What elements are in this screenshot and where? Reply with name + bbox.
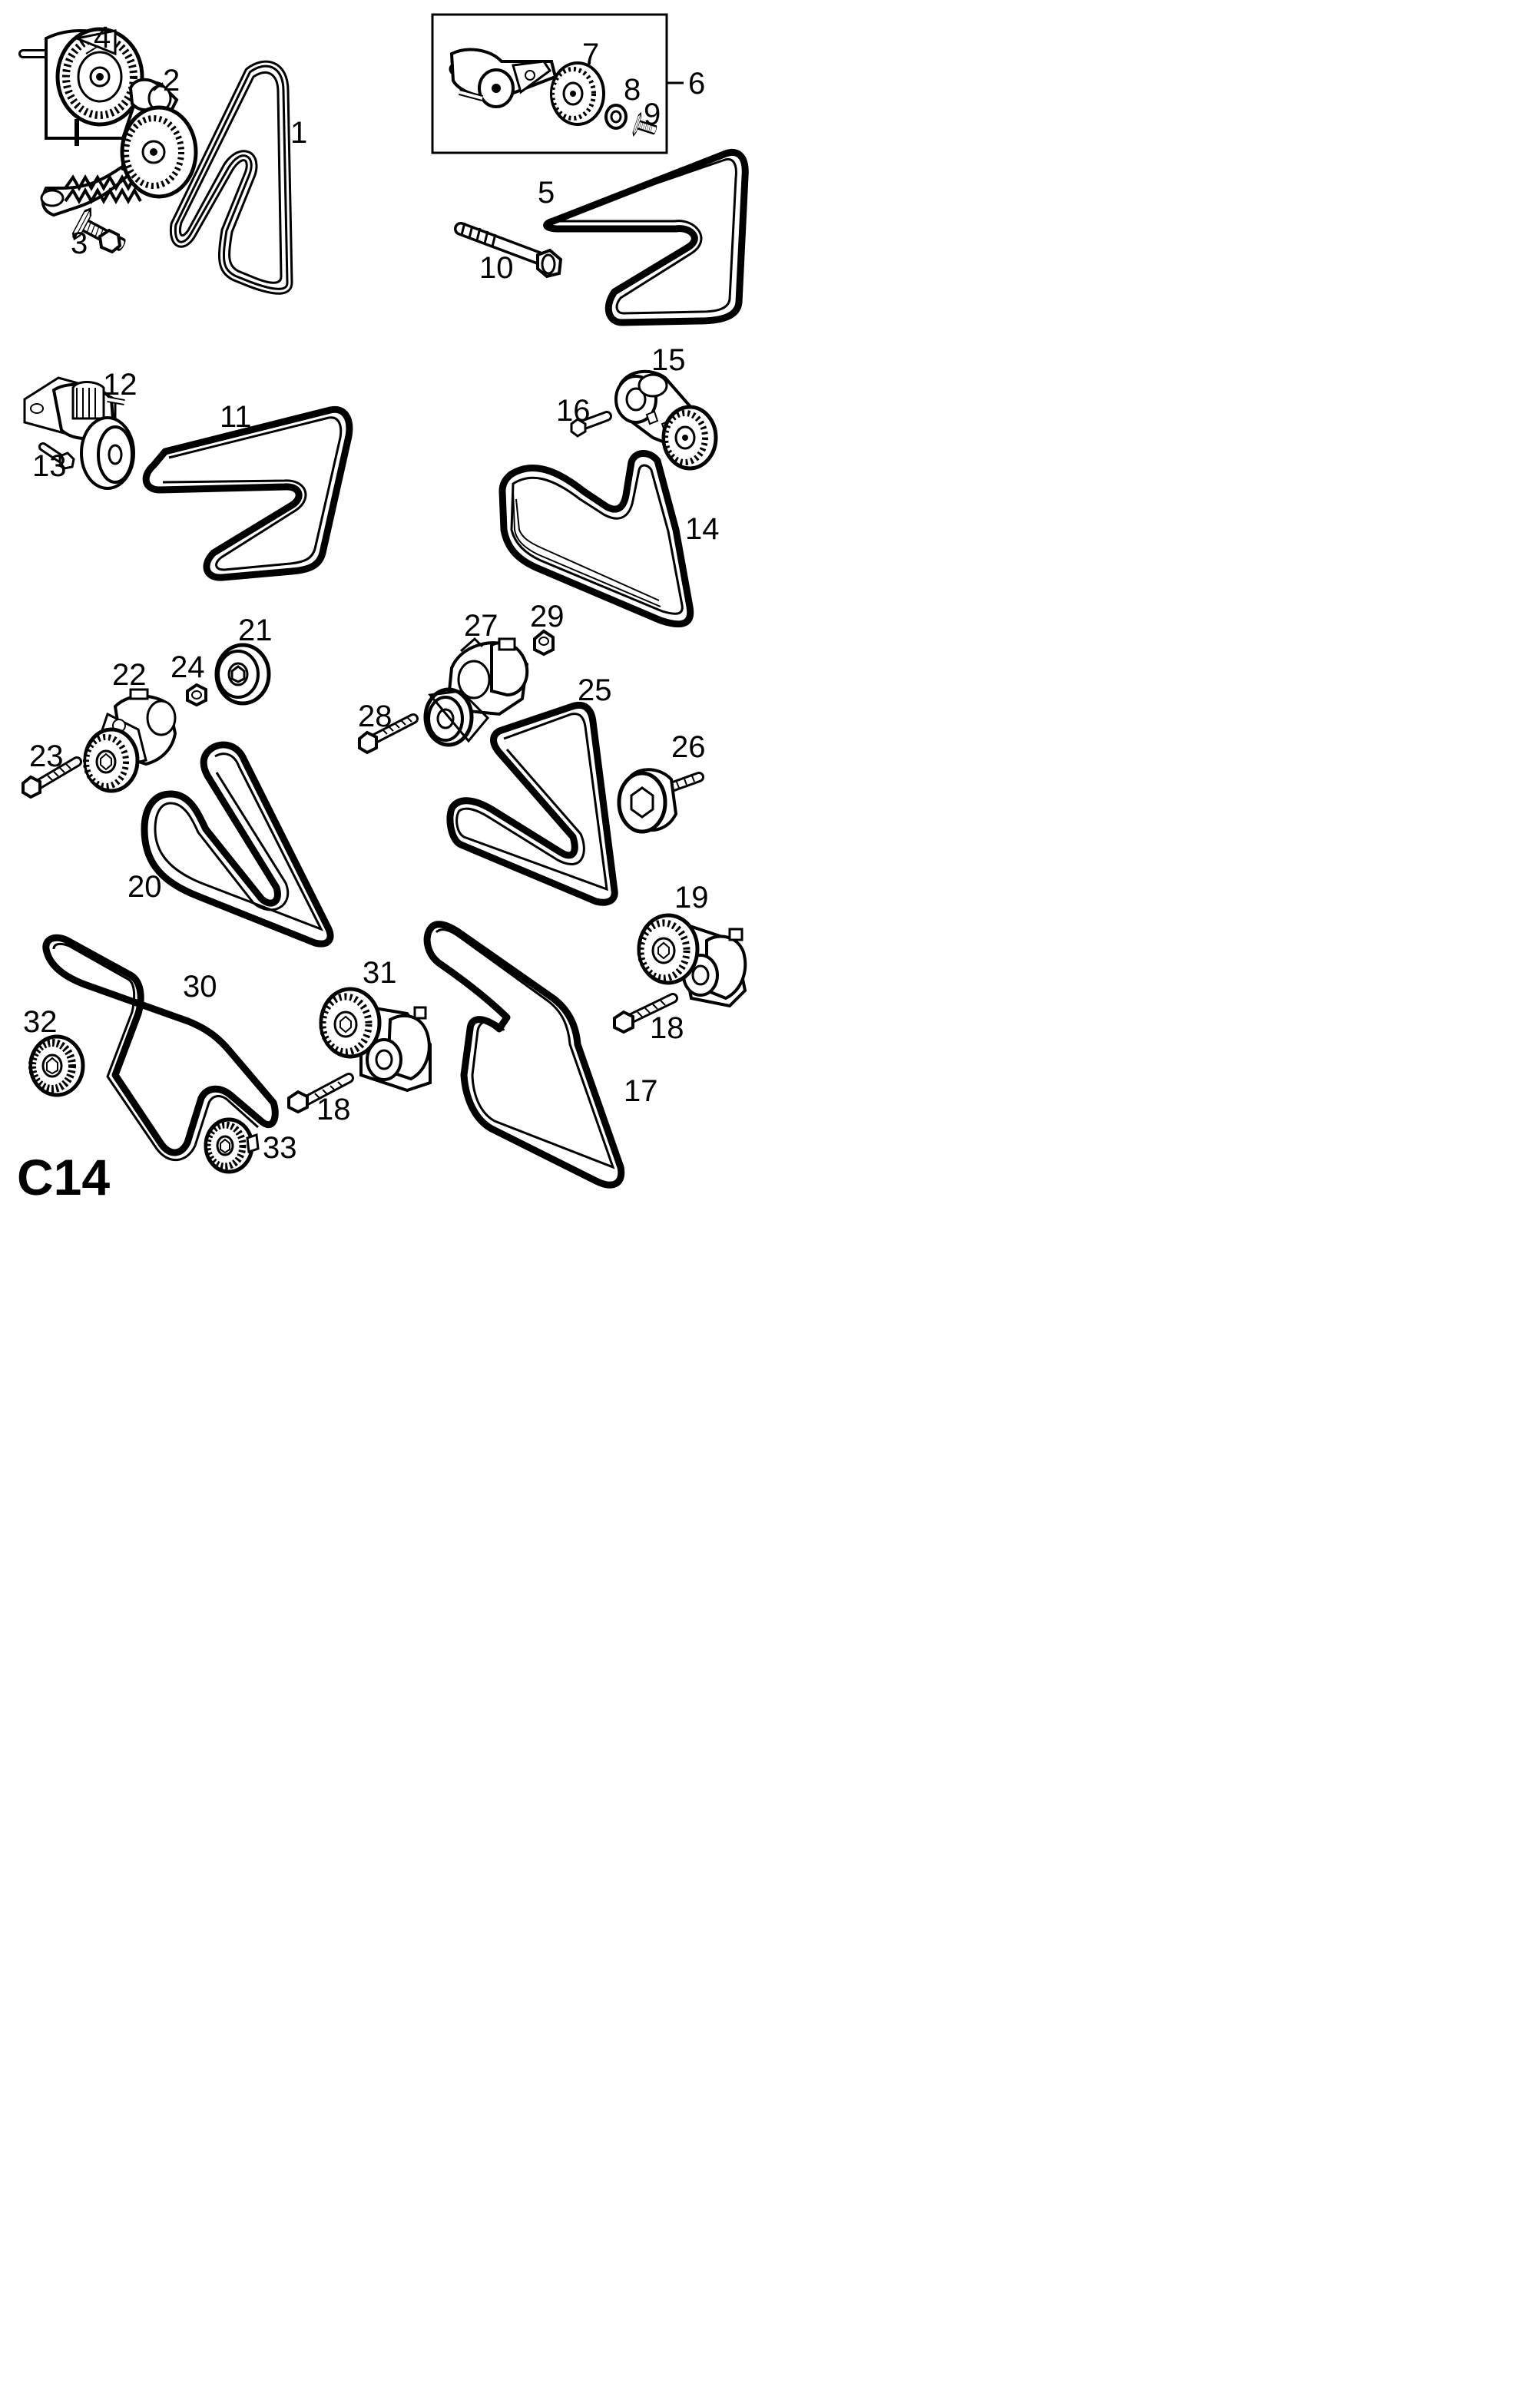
leader-lines <box>85 45 164 91</box>
callout-2: 2 <box>163 64 180 98</box>
callout-12: 12 <box>103 368 137 402</box>
callout-28: 28 <box>358 700 392 733</box>
belt-tensioner-12 <box>23 376 135 490</box>
callout-17: 17 <box>624 1074 658 1108</box>
callout-10: 10 <box>479 251 514 285</box>
belt-5 <box>543 149 749 326</box>
callout-18-left: 18 <box>316 1093 351 1126</box>
pulley-33 <box>204 1117 260 1174</box>
callout-21: 21 <box>238 614 273 647</box>
belt-tensioner-15 <box>614 369 718 471</box>
belt-14 <box>498 450 694 628</box>
belt-25 <box>446 701 618 906</box>
belt-tensioner-19 <box>637 913 747 1008</box>
bolt-28 <box>358 713 419 755</box>
callout-7: 7 <box>582 38 599 71</box>
callout-30: 30 <box>183 970 217 1004</box>
callout-9: 9 <box>644 98 661 131</box>
belt-11 <box>142 405 353 581</box>
bolt-10 <box>454 222 563 279</box>
callout-13: 13 <box>32 449 67 483</box>
callout-15: 15 <box>651 343 686 377</box>
callout-4: 4 <box>94 21 111 55</box>
callout-20: 20 <box>128 870 162 904</box>
callout-32: 32 <box>23 1005 58 1039</box>
tensioner-kit-6 <box>431 13 684 154</box>
belt-30 <box>42 934 279 1162</box>
callout-31: 31 <box>363 956 397 990</box>
belt-1 <box>169 60 293 295</box>
belt-20 <box>141 741 334 948</box>
bolt-18-right <box>613 993 678 1034</box>
callout-27: 27 <box>464 609 498 643</box>
nut-24 <box>186 683 207 707</box>
belt-tensioner-27 <box>423 637 529 747</box>
callout-11: 11 <box>220 400 252 434</box>
callout-19: 19 <box>674 881 709 915</box>
bolt-16 <box>570 411 612 438</box>
callout-16: 16 <box>556 394 591 428</box>
bolt-13 <box>38 442 75 470</box>
pulley-32 <box>28 1034 85 1097</box>
bolt-3-head <box>98 228 122 254</box>
belt-tensioner-22 <box>83 688 177 793</box>
callout-6: 6 <box>688 67 705 101</box>
bolt-23 <box>22 756 82 799</box>
callout-23: 23 <box>29 739 64 773</box>
callout-22: 22 <box>112 658 147 692</box>
nut-29 <box>533 629 555 657</box>
belt-17 <box>423 921 625 1189</box>
callout-1: 1 <box>290 116 307 150</box>
belt-tensioner-2 <box>40 78 198 217</box>
callout-26: 26 <box>671 730 706 764</box>
callout-8: 8 <box>624 73 641 107</box>
callout-5: 5 <box>538 176 555 210</box>
pulley-21 <box>214 643 271 706</box>
callout-14: 14 <box>685 512 720 546</box>
callout-25: 25 <box>578 673 612 707</box>
bolt-18-left <box>287 1073 354 1114</box>
callout-29: 29 <box>530 600 565 633</box>
belt-tensioner-31 <box>319 987 432 1093</box>
callout-24: 24 <box>171 650 205 684</box>
callout-18-right: 18 <box>650 1011 684 1045</box>
belt-tensioner-4 <box>18 27 144 146</box>
pulley-26 <box>617 768 704 834</box>
callout-labels: 1 2 3 4 5 6 7 8 9 10 11 12 13 14 15 16 1… <box>23 21 720 1165</box>
callout-33: 33 <box>263 1131 297 1165</box>
diagram-code: C14 <box>17 1149 110 1206</box>
callout-3: 3 <box>71 227 88 260</box>
